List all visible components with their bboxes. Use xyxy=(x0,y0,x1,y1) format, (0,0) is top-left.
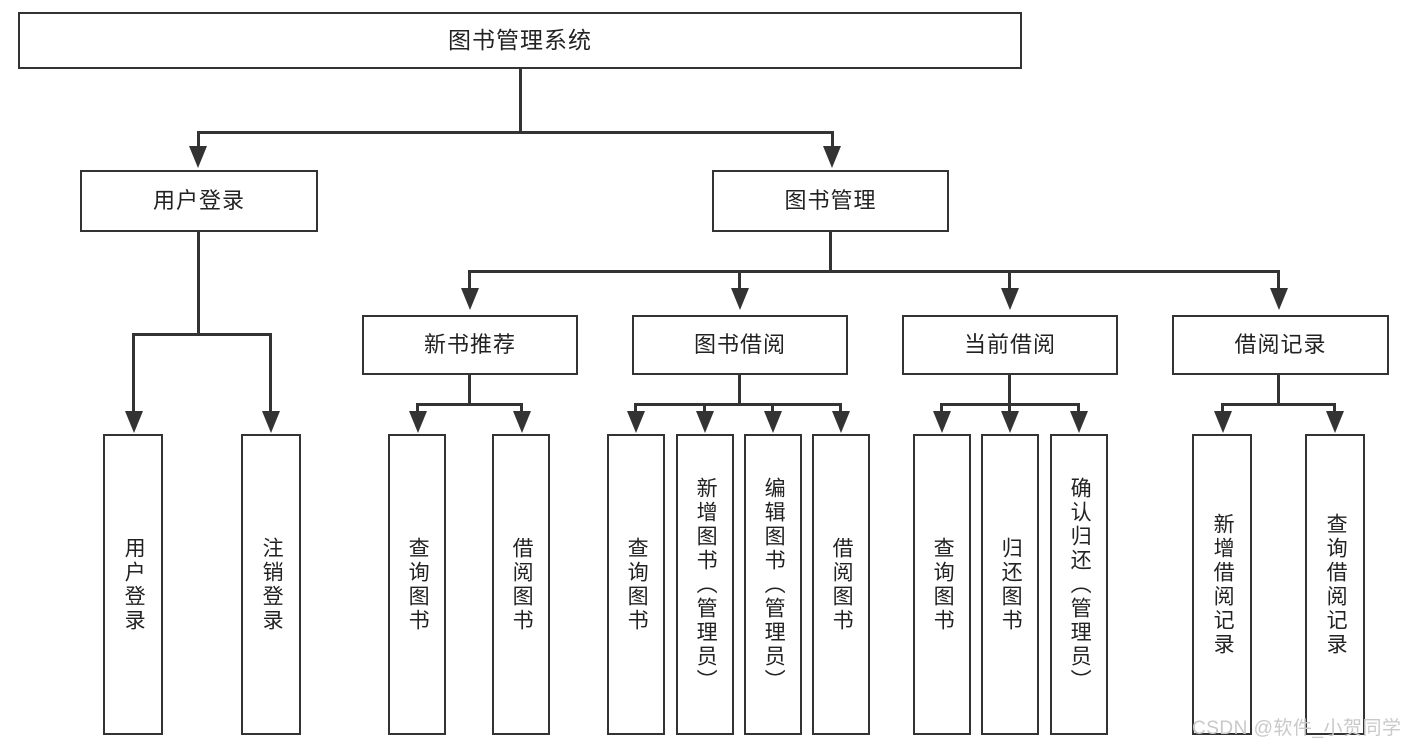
node-label: 借阅记录 xyxy=(1234,331,1327,357)
edge-book-borrow-l2 xyxy=(703,403,706,413)
node-label: 用户登录 xyxy=(122,536,146,633)
node-label: 图书借阅 xyxy=(693,331,786,357)
arrow-borrow-record-leaf-2 xyxy=(1326,411,1344,433)
edge-book-mgmt-bar xyxy=(468,270,1280,273)
edge-current-borrow-stem xyxy=(1008,375,1011,405)
edge-to-new-book xyxy=(468,270,471,290)
leaf-query-book-current[interactable]: 查询图书 xyxy=(913,434,971,735)
arrow-to-book-borrow xyxy=(731,288,749,310)
edge-to-book-borrow xyxy=(738,270,741,290)
arrow-new-book-leaf-2 xyxy=(513,411,531,433)
arrow-to-book-mgmt xyxy=(823,146,841,168)
leaf-add-book-admin[interactable]: 新增图书（管理员） xyxy=(676,434,734,735)
arrow-to-leaf-user-login xyxy=(125,411,143,433)
edge-to-borrow-record xyxy=(1277,270,1280,290)
arrow-current-borrow-leaf-3 xyxy=(1070,411,1088,433)
edge-user-login-bar xyxy=(132,333,272,336)
edge-new-book-l1 xyxy=(416,403,419,413)
leaf-return-book[interactable]: 归还图书 xyxy=(981,434,1039,735)
edge-current-borrow-l3 xyxy=(1077,403,1080,413)
arrow-to-user-login xyxy=(189,146,207,168)
arrow-to-leaf-logout xyxy=(262,411,280,433)
edge-borrow-record-stem xyxy=(1277,375,1280,405)
leaf-query-book-borrow[interactable]: 查询图书 xyxy=(607,434,665,735)
edge-current-borrow-l2 xyxy=(1008,403,1011,413)
leaf-add-borrow-record[interactable]: 新增借阅记录 xyxy=(1192,434,1252,735)
node-label: 查询图书 xyxy=(625,536,649,633)
edge-current-borrow-l1 xyxy=(940,403,943,413)
node-label: 确认归还（管理员） xyxy=(1068,476,1092,693)
arrow-current-borrow-leaf-2 xyxy=(1001,411,1019,433)
node-label: 图书管理系统 xyxy=(448,26,592,53)
edge-book-borrow-l1 xyxy=(634,403,637,413)
node-label: 归还图书 xyxy=(999,536,1023,633)
edge-user-login-right xyxy=(269,333,272,413)
edge-borrow-record-l1 xyxy=(1221,403,1224,413)
edge-borrow-record-l2 xyxy=(1333,403,1336,413)
node-label: 查询图书 xyxy=(931,536,955,633)
node-label: 当前借阅 xyxy=(963,331,1056,357)
edge-new-book-bar xyxy=(416,403,523,406)
leaf-query-book-recommend[interactable]: 查询图书 xyxy=(388,434,446,735)
leaf-logout[interactable]: 注销登录 xyxy=(241,434,301,735)
node-label: 用户登录 xyxy=(152,187,245,213)
edge-user-login-stem xyxy=(197,232,200,335)
arrow-to-borrow-record xyxy=(1270,288,1288,310)
arrow-book-borrow-leaf-1 xyxy=(627,411,645,433)
edge-borrow-record-bar xyxy=(1221,403,1336,406)
edge-book-borrow-l3 xyxy=(771,403,774,413)
arrow-book-borrow-leaf-4 xyxy=(832,411,850,433)
node-borrow-record[interactable]: 借阅记录 xyxy=(1172,315,1389,375)
node-new-book-recommend[interactable]: 新书推荐 xyxy=(362,315,578,375)
node-root-system[interactable]: 图书管理系统 xyxy=(18,12,1022,69)
arrow-book-borrow-leaf-3 xyxy=(764,411,782,433)
arrow-to-current-borrow xyxy=(1001,288,1019,310)
edge-new-book-l2 xyxy=(520,403,523,413)
arrow-to-new-book xyxy=(461,288,479,310)
node-label: 查询借阅记录 xyxy=(1324,512,1348,657)
node-label: 查询图书 xyxy=(406,536,430,633)
leaf-edit-book-admin[interactable]: 编辑图书（管理员） xyxy=(744,434,802,735)
node-label: 新增借阅记录 xyxy=(1211,512,1235,657)
node-label: 图书管理 xyxy=(784,187,877,213)
node-label: 借阅图书 xyxy=(830,536,854,633)
edge-root-bar xyxy=(197,131,834,134)
node-label: 注销登录 xyxy=(260,536,284,633)
edge-to-current-borrow xyxy=(1008,270,1011,290)
edge-new-book-stem xyxy=(468,375,471,405)
arrow-book-borrow-leaf-2 xyxy=(696,411,714,433)
node-book-borrow[interactable]: 图书借阅 xyxy=(632,315,848,375)
edge-book-borrow-stem xyxy=(738,375,741,405)
arrow-current-borrow-leaf-1 xyxy=(933,411,951,433)
node-user-login[interactable]: 用户登录 xyxy=(80,170,318,232)
leaf-confirm-return-admin[interactable]: 确认归还（管理员） xyxy=(1050,434,1108,735)
edge-user-login-left xyxy=(132,333,135,413)
leaf-borrow-book-recommend[interactable]: 借阅图书 xyxy=(492,434,550,735)
edge-root-stem xyxy=(519,69,522,133)
node-label: 编辑图书（管理员） xyxy=(762,476,786,693)
leaf-query-borrow-record[interactable]: 查询借阅记录 xyxy=(1305,434,1365,735)
arrow-borrow-record-leaf-1 xyxy=(1214,411,1232,433)
node-book-management[interactable]: 图书管理 xyxy=(712,170,949,232)
node-label: 新书推荐 xyxy=(423,331,516,357)
node-current-borrow[interactable]: 当前借阅 xyxy=(902,315,1118,375)
node-label: 借阅图书 xyxy=(510,536,534,633)
leaf-borrow-book[interactable]: 借阅图书 xyxy=(812,434,870,735)
arrow-new-book-leaf-1 xyxy=(409,411,427,433)
watermark: CSDN @软件_小贺同学 xyxy=(1192,718,1402,739)
node-label: 新增图书（管理员） xyxy=(694,476,718,693)
edge-book-borrow-bar xyxy=(634,403,842,406)
edge-root-to-user-login xyxy=(197,131,200,148)
leaf-user-login[interactable]: 用户登录 xyxy=(103,434,163,735)
edge-root-to-book-mgmt xyxy=(831,131,834,148)
edge-book-borrow-l4 xyxy=(839,403,842,413)
edge-book-mgmt-stem xyxy=(829,232,832,272)
